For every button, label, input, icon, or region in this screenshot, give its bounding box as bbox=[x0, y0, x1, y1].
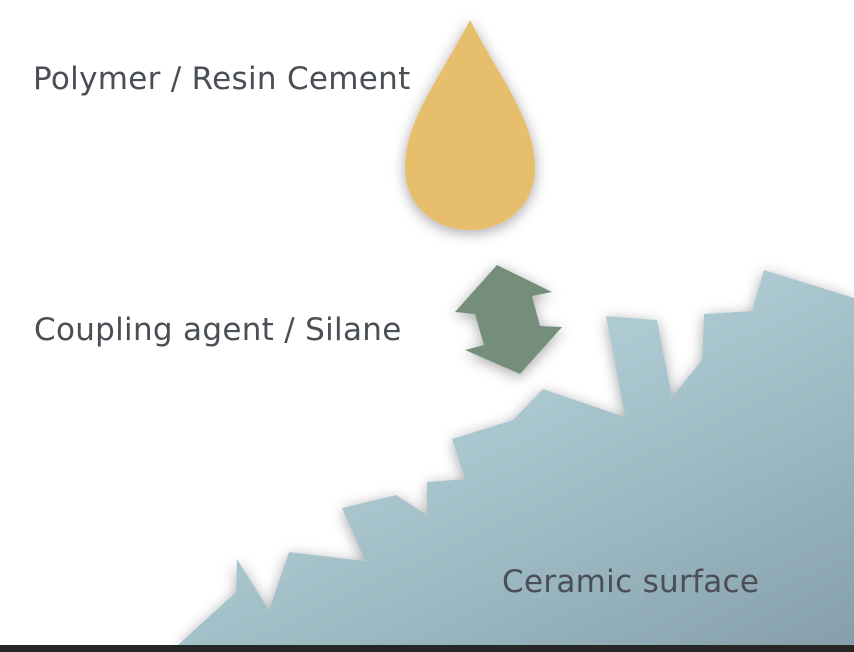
silane-coupling-label: Coupling agent / Silane bbox=[34, 312, 402, 348]
polymer-resin-label: Polymer / Resin Cement bbox=[33, 61, 411, 97]
double-arrow-icon bbox=[455, 265, 562, 374]
ceramic-surface-shape bbox=[178, 270, 854, 645]
bottom-bar bbox=[0, 645, 854, 652]
ceramic-surface-label: Ceramic surface bbox=[502, 564, 760, 600]
resin-droplet-icon bbox=[405, 20, 535, 230]
